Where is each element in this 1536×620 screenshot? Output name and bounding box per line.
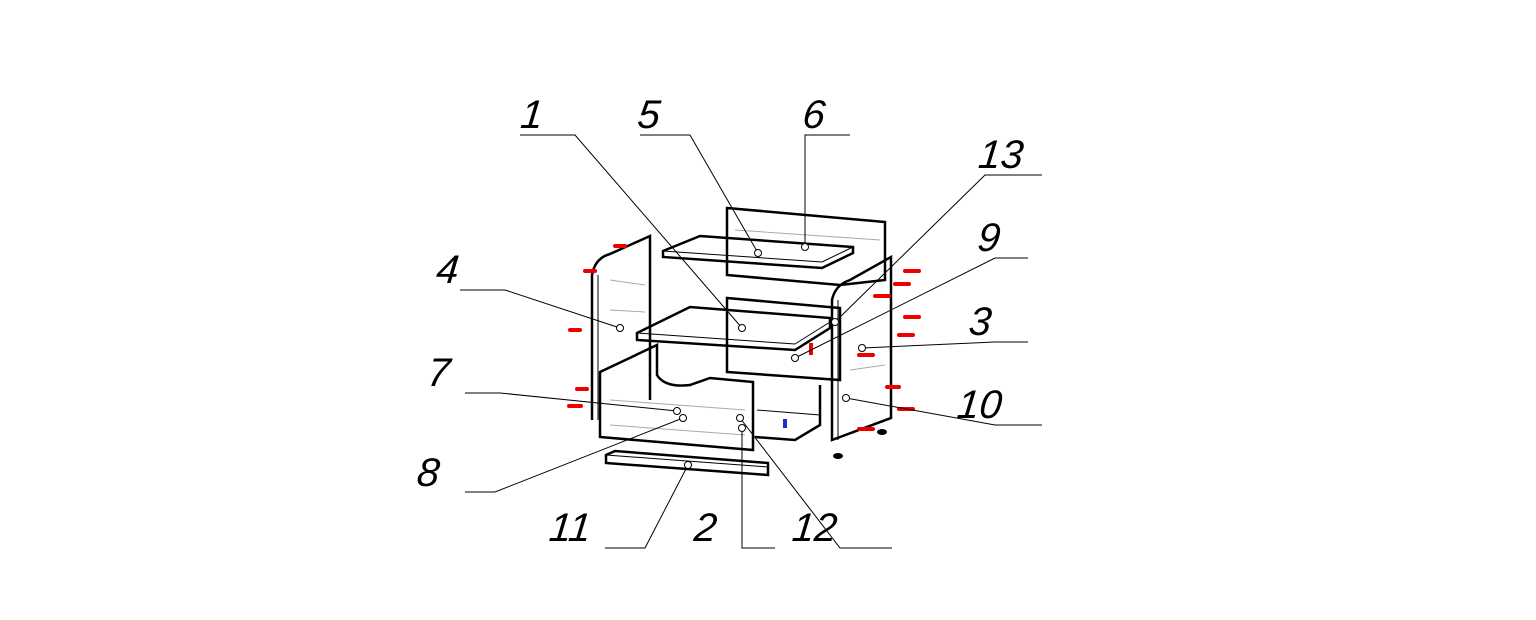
middle-shelf [635,305,832,352]
callout-labels: 1 5 6 13 9 4 3 7 10 8 11 2 12 [415,93,1026,550]
fasteners [567,244,921,459]
back-panel [725,206,887,287]
leader-lines [460,134,1042,549]
drawer-front [598,343,822,452]
callout-10: 10 [955,383,1004,427]
callout-7: 7 [425,351,454,395]
callout-3: 3 [967,300,994,344]
callout-2: 2 [691,506,719,550]
callout-13: 13 [976,133,1025,177]
left-side-panel [590,234,652,420]
callout-9: 9 [976,216,1003,260]
plinth-bar [604,449,770,477]
callout-5: 5 [636,93,664,137]
callout-points [616,243,866,469]
top-shelf [661,234,855,270]
middle-back-panel [725,296,842,382]
callout-6: 6 [801,93,829,137]
callout-11: 11 [547,506,593,550]
blue-marker [783,419,787,428]
callout-12: 12 [790,506,839,550]
callout-8: 8 [415,451,443,495]
callout-1: 1 [519,93,546,137]
callout-4: 4 [434,248,461,292]
